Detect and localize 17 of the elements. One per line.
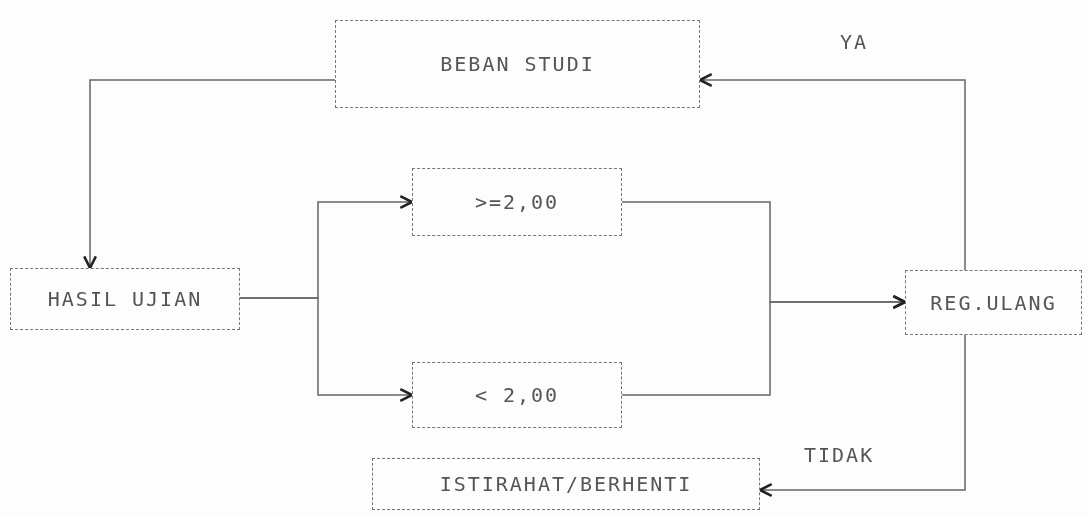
arrow xyxy=(698,72,966,271)
box-label: >=2,00 xyxy=(474,190,560,214)
arrow xyxy=(621,294,907,396)
box-label: BEBAN STUDI xyxy=(440,52,595,76)
box-label: < 2,00 xyxy=(474,383,560,407)
arrow xyxy=(758,334,966,498)
box-label: ISTIRAHAT/BERHENTI xyxy=(439,472,693,496)
process-box xyxy=(412,168,622,236)
arrow xyxy=(82,79,336,270)
process-box xyxy=(372,458,760,510)
process-box xyxy=(412,362,622,428)
process-box xyxy=(335,20,700,108)
arrow xyxy=(239,297,414,403)
process-box xyxy=(905,270,1082,335)
process-box xyxy=(10,268,240,330)
box-label: REG.ULANG xyxy=(930,290,1057,315)
box-label: HASIL UJIAN xyxy=(47,287,203,311)
